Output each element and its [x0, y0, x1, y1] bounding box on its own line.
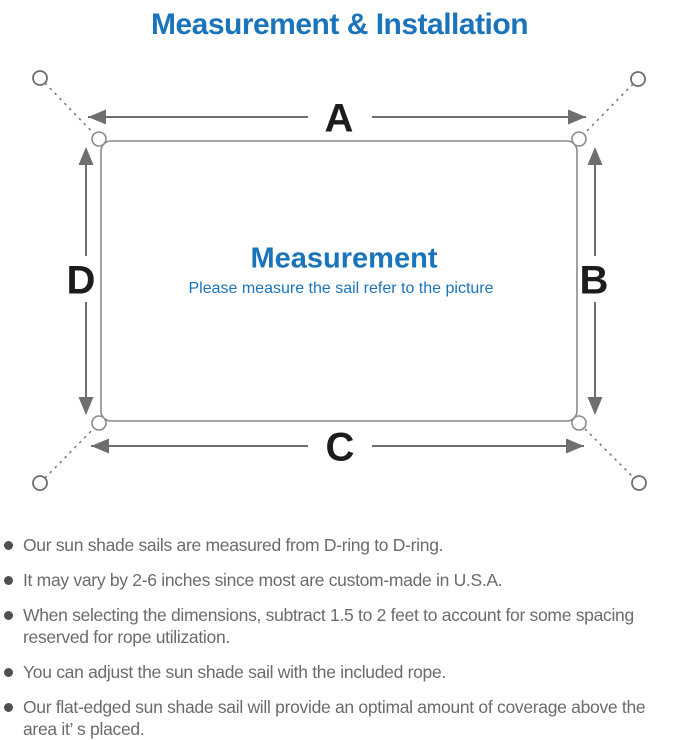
arrowhead-icon [566, 438, 584, 454]
dim-label-a: A [325, 96, 354, 140]
corner-d-rings [91, 131, 587, 431]
d-ring-icon [571, 131, 587, 147]
arrowhead-icon [568, 109, 586, 125]
diagram-title: Measurement [251, 242, 438, 274]
dimension-arrows [78, 109, 603, 454]
measurement-diagram: A B C D Measurement Please measure the s… [32, 70, 647, 491]
arrowhead-icon [78, 397, 94, 415]
d-ring-icon [91, 415, 107, 431]
corner-tie-line [44, 423, 99, 479]
note-item: When selecting the dimensions, subtract … [4, 604, 673, 648]
arrowhead-icon [78, 147, 94, 165]
bullet-icon [4, 611, 13, 620]
anchor-ring-icon [32, 475, 48, 491]
corner-tie-line [44, 82, 99, 139]
bullet-icon [4, 541, 13, 550]
notes-list: Our sun shade sails are measured from D-… [0, 534, 679, 740]
bullet-icon [4, 668, 13, 677]
note-item: Our flat-edged sun shade sail will provi… [4, 696, 673, 740]
dimension-labels: A B C D [67, 96, 609, 469]
note-text: It may vary by 2-6 inches since most are… [23, 570, 503, 590]
note-text: Our sun shade sails are measured from D-… [23, 535, 444, 555]
bullet-icon [4, 703, 13, 712]
diagram-subtitle: Please measure the sail refer to the pic… [188, 280, 493, 297]
dim-label-b: B [580, 258, 609, 302]
note-text: Our flat-edged sun shade sail will provi… [23, 697, 646, 739]
anchor-ring-icon [631, 475, 647, 491]
arrowhead-icon [587, 147, 603, 165]
arrowhead-icon [587, 397, 603, 415]
note-item: Our sun shade sails are measured from D-… [4, 534, 673, 556]
note-item: You can adjust the sun shade sail with t… [4, 661, 673, 683]
d-ring-icon [91, 131, 107, 147]
note-text: You can adjust the sun shade sail with t… [23, 662, 446, 682]
corner-tie-line [579, 423, 635, 479]
note-text: When selecting the dimensions, subtract … [23, 605, 634, 647]
sail-outline [100, 140, 578, 422]
dim-label-d: D [67, 258, 96, 302]
note-item: It may vary by 2-6 inches since most are… [4, 569, 673, 591]
anchor-rings [32, 70, 647, 491]
bullet-icon [4, 576, 13, 585]
corner-tie-lines [44, 82, 635, 479]
arrowhead-icon [91, 438, 109, 454]
anchor-ring-icon [32, 70, 48, 86]
dim-label-c: C [326, 425, 355, 469]
d-ring-icon [571, 415, 587, 431]
arrowhead-icon [88, 109, 106, 125]
anchor-ring-icon [630, 71, 646, 87]
corner-tie-line [579, 83, 634, 139]
page-title: Measurement & Installation [150, 8, 529, 41]
